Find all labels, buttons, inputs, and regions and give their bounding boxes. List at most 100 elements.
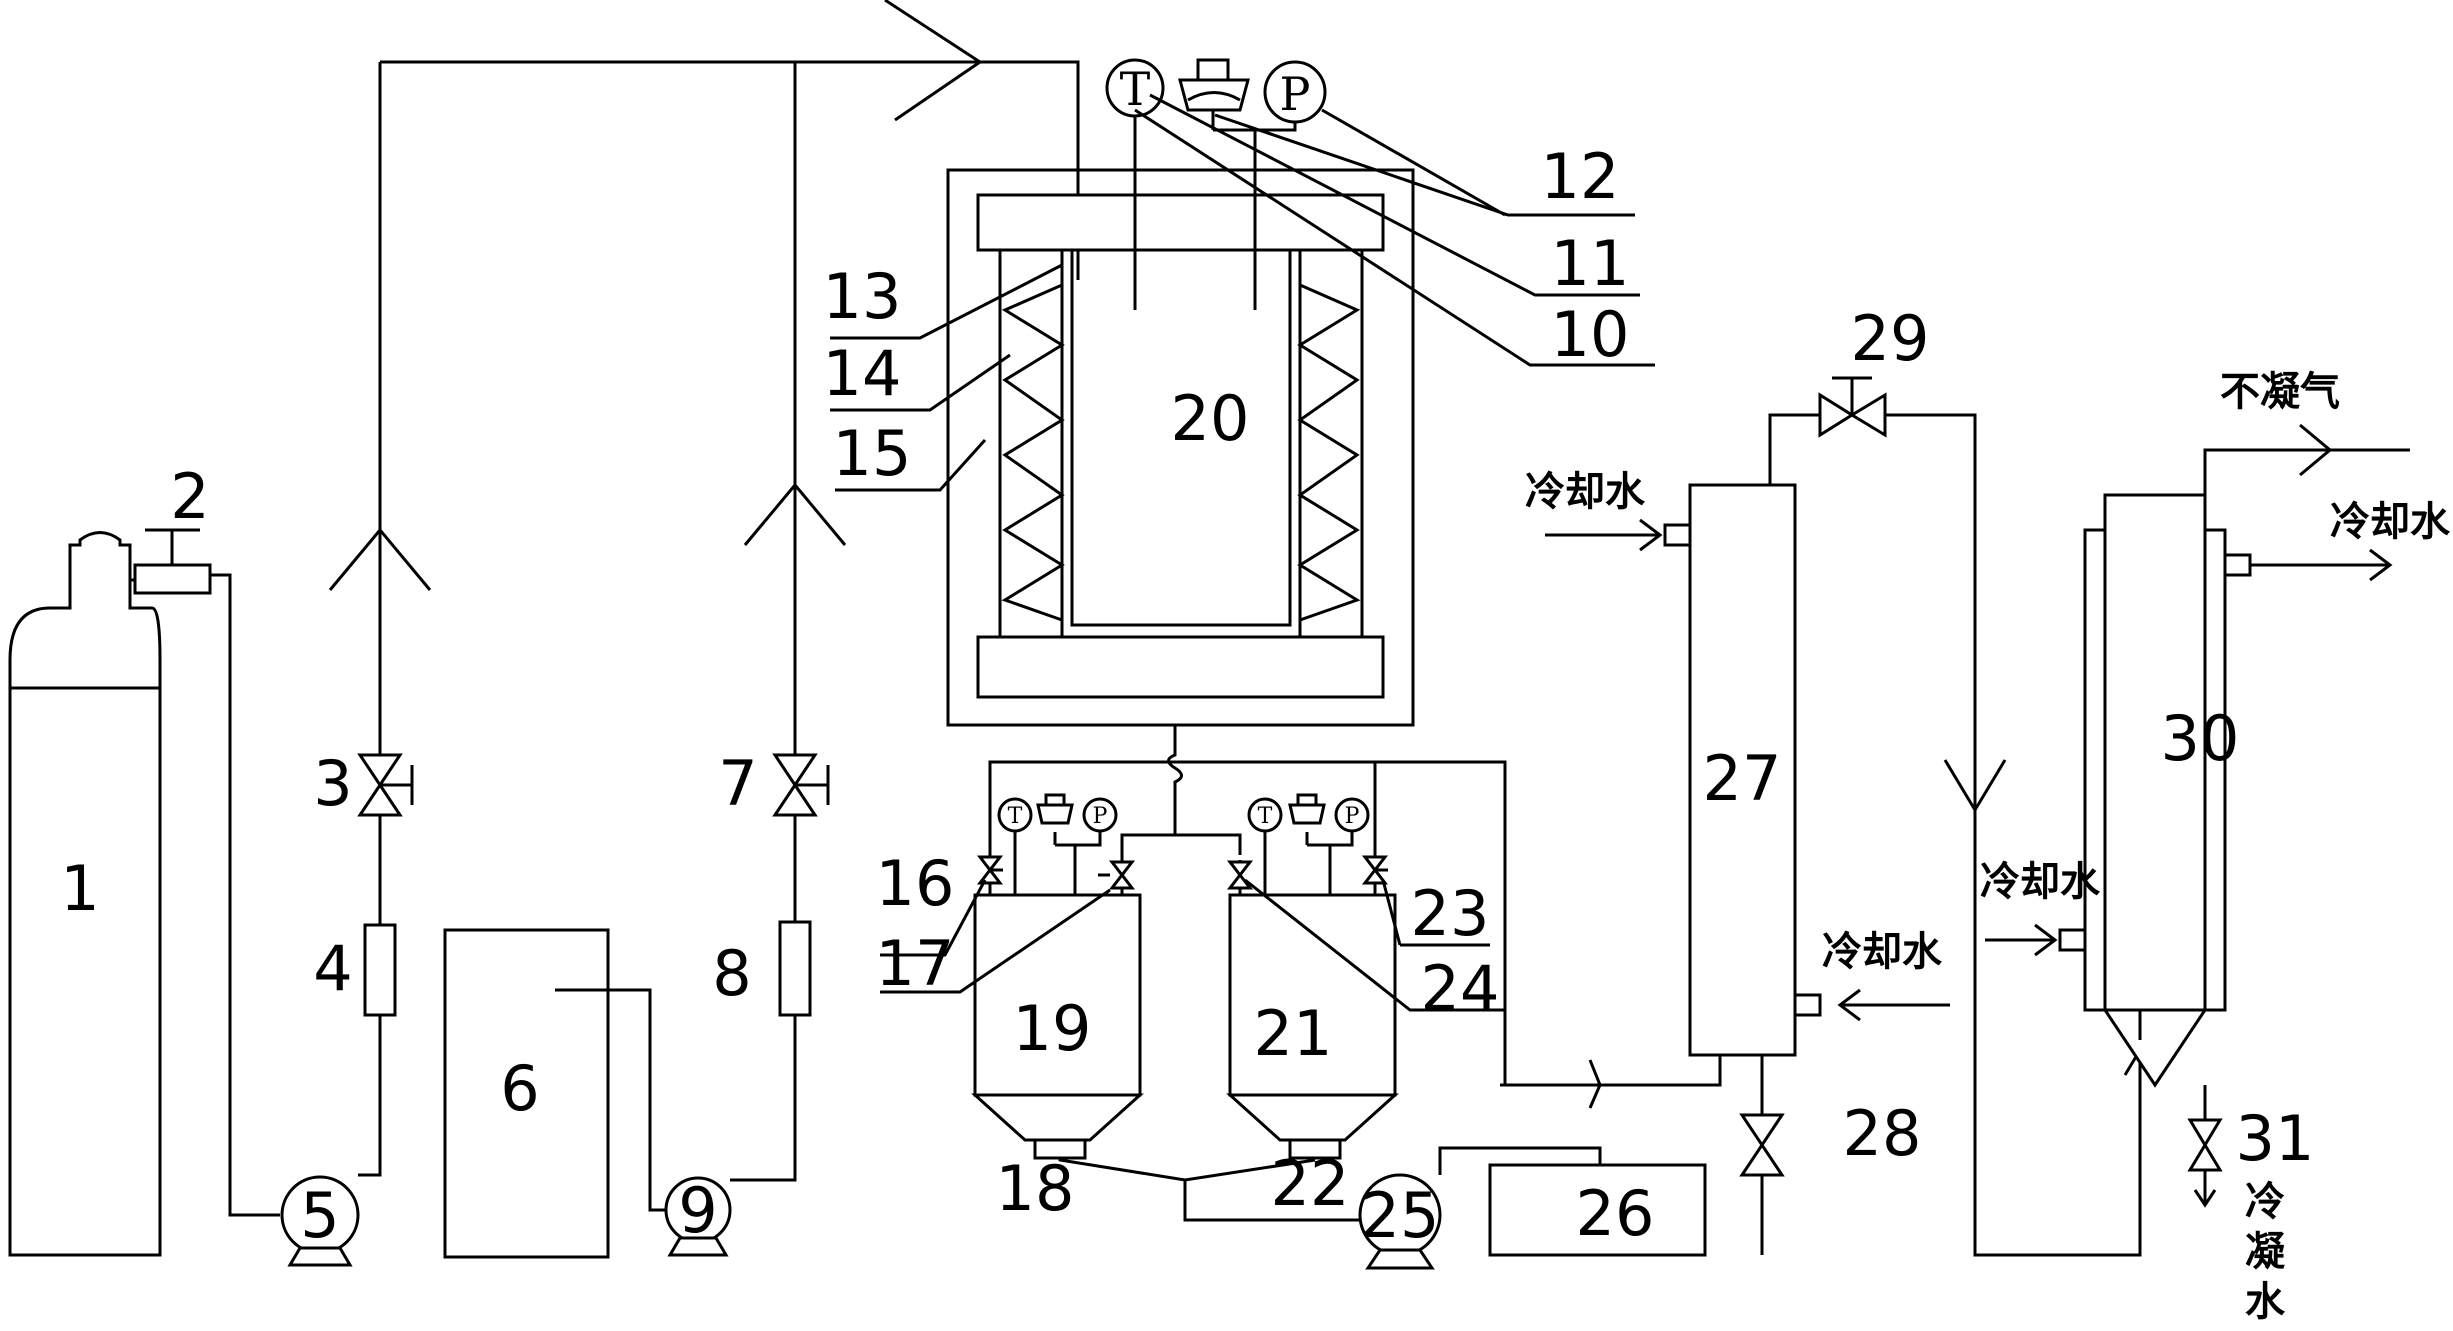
flowmeter-8 xyxy=(778,920,812,1017)
label-30: 30 xyxy=(2161,702,2240,775)
cooling-water-27-bottom: 冷却水 xyxy=(1822,929,1943,975)
collector-connector xyxy=(1120,833,1242,855)
condensate-arrow xyxy=(2193,1189,2217,1208)
label-5: 5 xyxy=(300,1179,339,1252)
label-13: 13 xyxy=(823,260,902,333)
valve-28[interactable] xyxy=(1739,1113,1785,1177)
flow-arrow-up-gas xyxy=(328,527,432,591)
leader-16 xyxy=(880,879,987,957)
label-16: 16 xyxy=(876,847,955,920)
condensate-char-2: 凝 xyxy=(2245,1229,2285,1275)
collector-manifold-line xyxy=(988,760,1507,1087)
line-to-condenser-27 xyxy=(1503,900,1722,1087)
label-24: 24 xyxy=(1421,952,1500,1025)
valve-29[interactable] xyxy=(1818,376,1887,438)
valve-17[interactable] xyxy=(1098,860,1136,895)
flow-arrow-to-27 xyxy=(1588,1059,1602,1109)
label-21: 21 xyxy=(1254,997,1333,1070)
gas-line-to-pump-5 xyxy=(210,573,280,1217)
valve-23[interactable] xyxy=(1361,850,1389,895)
reactor-outlet-pipe xyxy=(1167,725,1183,835)
flow-arrow-down-29 xyxy=(1943,759,2007,813)
noncondensable-arrow xyxy=(2299,423,2333,477)
leader-10 xyxy=(1134,108,1655,367)
noncondensable-gas-line xyxy=(2203,448,2410,495)
flow-arrow-up-water xyxy=(743,482,847,546)
label-3: 3 xyxy=(313,747,352,820)
cooling-water-in-30: 冷却水 xyxy=(1980,859,2101,905)
gauge-T-top: T xyxy=(1120,62,1151,116)
label-26: 26 xyxy=(1576,1177,1655,1250)
gas-pump-5 xyxy=(280,1175,360,1267)
line-27-to-valve-29 xyxy=(1768,413,1820,485)
furnace-outer-15 xyxy=(946,168,1415,727)
condenser-27 xyxy=(1688,483,1797,1057)
pressure-regulator xyxy=(130,528,212,595)
line-pump9-to-flowmeter8 xyxy=(730,1015,797,1182)
leader-17 xyxy=(880,888,1111,994)
label-31: 31 xyxy=(2236,1102,2315,1175)
gauge-P-top: P xyxy=(1280,67,1311,121)
gas-cylinder xyxy=(8,531,162,1257)
leader-14 xyxy=(830,353,1011,412)
vacuum-pump-25 xyxy=(1358,1173,1442,1270)
heater-coil-left xyxy=(1001,283,1065,622)
reactor-bottom-flange xyxy=(976,635,1385,699)
label-14: 14 xyxy=(823,337,902,410)
leader-13 xyxy=(830,263,1063,340)
gauge-P-19: P xyxy=(1093,804,1108,829)
safety-valve-11 xyxy=(1178,58,1297,145)
reactor-chamber-20 xyxy=(1070,248,1292,627)
gauges-collector-21 xyxy=(1247,793,1370,895)
label-7: 7 xyxy=(718,747,757,820)
collector-vessel-19 xyxy=(971,893,1144,1160)
label-10: 10 xyxy=(1551,298,1630,371)
line-pump25-to-26 xyxy=(1438,1146,1602,1175)
gauges-collector-19 xyxy=(997,793,1118,895)
leader-11 xyxy=(1149,93,1640,297)
heater-coil-right xyxy=(1297,283,1361,622)
leader-24 xyxy=(1244,878,1505,1012)
line-pump5-to-flowmeter4 xyxy=(358,1015,382,1177)
cw-arrow-27-bottom xyxy=(1837,988,1861,1022)
condenser-30 xyxy=(2083,493,2227,1088)
reactor-top-flange xyxy=(976,193,1385,252)
line-29-to-30 xyxy=(1885,413,2142,1257)
label-4: 4 xyxy=(313,932,352,1005)
bottom-drain-lines xyxy=(1058,1158,1316,1182)
gauge-T-19: T xyxy=(1008,804,1023,829)
leader-15 xyxy=(835,438,987,492)
gauge-P-21: P xyxy=(1345,804,1360,829)
cw-inlet-nozzle-27 xyxy=(1663,523,1692,547)
liquid-pump-9 xyxy=(664,1176,732,1257)
condensate-char-3: 水 xyxy=(2245,1279,2286,1325)
leader-11b xyxy=(1214,113,1635,217)
gauge-T-21: T xyxy=(1258,804,1273,829)
flow-arrow-right-top xyxy=(884,0,983,122)
label-25: 25 xyxy=(1361,1179,1440,1252)
label-19: 19 xyxy=(1013,992,1092,1065)
label-17: 17 xyxy=(876,927,955,1000)
label-1: 1 xyxy=(60,852,99,925)
cooling-water-in-27: 冷却水 xyxy=(1525,469,1646,515)
cw-arrow-in-30 xyxy=(2034,923,2058,957)
label-27: 27 xyxy=(1703,742,1782,815)
condensate-char-1: 冷 xyxy=(2245,1179,2285,1225)
line-tank-to-pump-9 xyxy=(555,988,665,1212)
label-28: 28 xyxy=(1843,1097,1922,1170)
label-15: 15 xyxy=(833,417,912,490)
valve-16[interactable] xyxy=(976,850,1004,895)
cw-outlet-nozzle-27 xyxy=(1793,993,1822,1017)
label-20: 20 xyxy=(1171,382,1250,455)
water-tank-6 xyxy=(443,928,610,1259)
label-23: 23 xyxy=(1411,877,1490,950)
valve-24[interactable] xyxy=(1226,860,1254,895)
label-9: 9 xyxy=(678,1174,717,1247)
label-12: 12 xyxy=(1541,140,1620,213)
label-18: 18 xyxy=(996,1152,1075,1225)
valve-31[interactable] xyxy=(2187,1118,2223,1172)
valve-3[interactable] xyxy=(357,753,414,817)
valve-7[interactable] xyxy=(772,753,830,817)
